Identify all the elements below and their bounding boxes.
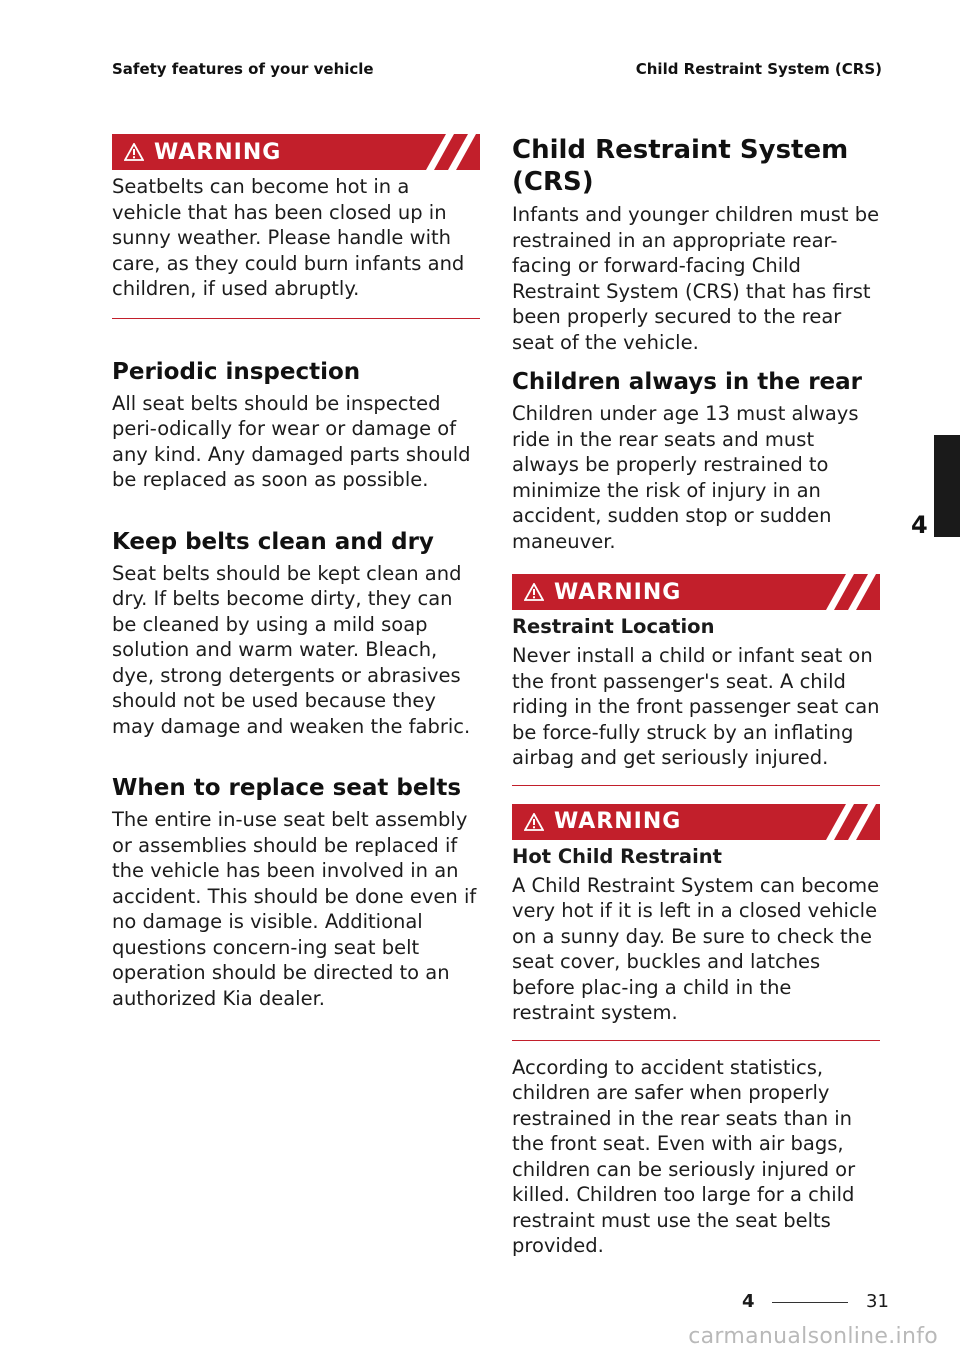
page-title: Child Restraint System (CRS) xyxy=(512,135,849,197)
warning-banner: WARNING xyxy=(512,803,880,840)
section-title: Periodic inspection xyxy=(112,358,361,385)
warning-text: Never install a child or infant seat on … xyxy=(512,644,880,769)
warning-triangle-icon xyxy=(524,812,544,831)
warning-label: WARNING xyxy=(554,809,682,834)
warning-end-rule xyxy=(512,784,880,786)
running-head-topic: Child Restraint System (CRS) xyxy=(635,60,882,78)
diagonal-stripes-icon xyxy=(826,803,876,840)
chapter-tab-number: 4 xyxy=(911,511,928,539)
warning-text: A Child Restraint System can become very… xyxy=(512,873,880,1025)
footer-chapter: 4 xyxy=(742,1291,755,1312)
diagonal-stripes-icon xyxy=(826,574,876,610)
section-title: Keep belts clean and dry xyxy=(112,528,434,555)
chapter-tab xyxy=(934,435,960,537)
diagonal-stripes-icon xyxy=(426,134,476,170)
right-column: Child Restraint System (CRS) Infants and… xyxy=(512,134,880,1259)
page-number: 31 xyxy=(866,1291,889,1312)
footer-divider xyxy=(772,1302,848,1303)
intro-text: Infants and younger children must be res… xyxy=(512,203,880,354)
section-text: All seat belts should be inspected peri-… xyxy=(112,391,471,492)
warning-text: Seatbelts can become hot in a vehicle th… xyxy=(112,175,465,300)
section-text: Children under age 13 must always ride i… xyxy=(512,402,859,553)
section-title: Children always in the rear xyxy=(512,369,863,395)
left-column: WARNING Seatbelts can become hot in a ve… xyxy=(112,134,480,1011)
warning-label: WARNING xyxy=(554,579,682,605)
warning-banner: WARNING xyxy=(112,134,480,170)
statistics-text: According to accident statistics, childr… xyxy=(512,1055,856,1258)
section-title: When to replace seat belts xyxy=(112,775,462,801)
watermark: carmanualsonline.info xyxy=(688,1324,938,1349)
section-text: The entire in-use seat belt assembly or … xyxy=(112,808,477,1010)
warning-triangle-icon xyxy=(524,583,544,601)
warning-subtitle: Restraint Location xyxy=(512,615,715,638)
warning-triangle-icon xyxy=(124,143,144,161)
warning-label: WARNING xyxy=(154,139,282,165)
section-text: Seat belts should be kept clean and dry.… xyxy=(112,561,471,738)
warning-banner: WARNING xyxy=(512,574,880,610)
warning-end-rule xyxy=(512,1039,880,1041)
warning-end-rule xyxy=(112,317,480,319)
running-head-section: Safety features of your vehicle xyxy=(112,60,374,78)
warning-subtitle: Hot Child Restraint xyxy=(512,844,722,868)
